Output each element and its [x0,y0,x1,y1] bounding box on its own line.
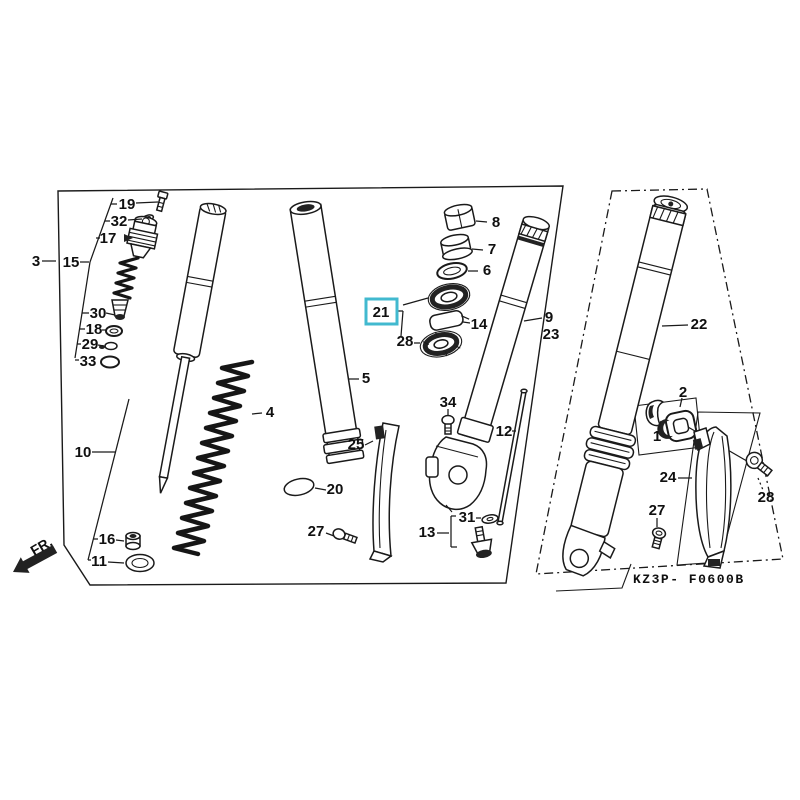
highlighted-callout-21[interactable]: 21 [364,297,399,326]
arrow-icon [13,545,58,573]
callout-16[interactable]: 16 [99,531,116,548]
part-damper-adjuster-assembly [42,190,169,369]
callout-24[interactable]: 24 [660,469,677,486]
callout-21[interactable]: 21 [373,304,390,321]
callout-15[interactable]: 15 [63,254,80,271]
callout-8[interactable]: 8 [492,214,500,231]
callout-14[interactable]: 14 [471,316,488,333]
part-outer-tube [283,200,365,497]
part-bolt-27-right [651,527,667,550]
part-rebound-adjuster [126,215,159,259]
part-inner-tube [456,215,550,526]
callout-25[interactable]: 25 [348,436,365,453]
part-damper-rod [87,202,227,573]
left-box-outline [57,185,564,586]
callout-22[interactable]: 22 [691,316,708,333]
part-base-valve [470,525,493,559]
part-protector-bolt-right [745,451,773,477]
part-left-protector [325,422,400,563]
code-box-bracket [555,563,632,592]
part-fork-spring [171,359,263,557]
part-push-rod [496,388,528,526]
part-oil-seal [427,283,471,311]
callout-2[interactable]: 2 [679,384,687,401]
callout-7[interactable]: 7 [488,241,496,258]
callout-6[interactable]: 6 [483,262,491,279]
callout-30[interactable]: 30 [90,305,107,322]
part-axle-holder [425,409,499,559]
part-dust-seal [419,330,463,358]
callout-11[interactable]: 11 [91,553,107,570]
fr-direction-arrow: FR. [13,533,58,573]
callout-9[interactable]: 9 [545,309,553,326]
part-seal-stack [397,203,488,358]
callout-17[interactable]: 17 [100,230,117,247]
callout-labels: 3 19 32 17 15 30 18 29 33 10 16 11 4 5 2… [32,196,775,570]
callout-27-left[interactable]: 27 [308,523,325,540]
callout-29[interactable]: 29 [82,336,99,353]
fiche-code: KZ3P- F0600B [633,572,745,587]
right-box-outline [535,188,784,575]
part-protector-bolt-left [332,528,358,545]
callout-1[interactable]: 1 [653,428,661,445]
part-oil-seal-ring [125,553,155,573]
callout-4[interactable]: 4 [266,404,275,421]
callout-3[interactable]: 3 [32,253,40,270]
callout-28-right[interactable]: 28 [758,489,775,506]
callout-31[interactable]: 31 [459,509,476,526]
callout-23[interactable]: 23 [543,326,560,343]
part-bolt-34 [441,414,455,435]
callout-27-right[interactable]: 27 [649,502,666,519]
callout-12[interactable]: 12 [496,423,513,440]
part-lock-nut [125,531,141,551]
part-protector-clamps [645,397,773,491]
callout-32[interactable]: 32 [111,213,128,230]
part-right-fork-assembly [562,195,689,577]
callout-10[interactable]: 10 [75,444,92,461]
callout-34[interactable]: 34 [440,394,457,411]
callout-19[interactable]: 19 [119,196,136,213]
callout-28-left[interactable]: 28 [397,333,414,350]
callout-13[interactable]: 13 [419,524,436,541]
callout-18[interactable]: 18 [86,321,103,338]
callout-33[interactable]: 33 [80,353,97,370]
part-o-ring [283,477,315,497]
callout-20[interactable]: 20 [327,481,344,498]
highlight-box [364,297,399,326]
part-right-protector [651,426,732,569]
callout-5[interactable]: 5 [362,370,370,387]
